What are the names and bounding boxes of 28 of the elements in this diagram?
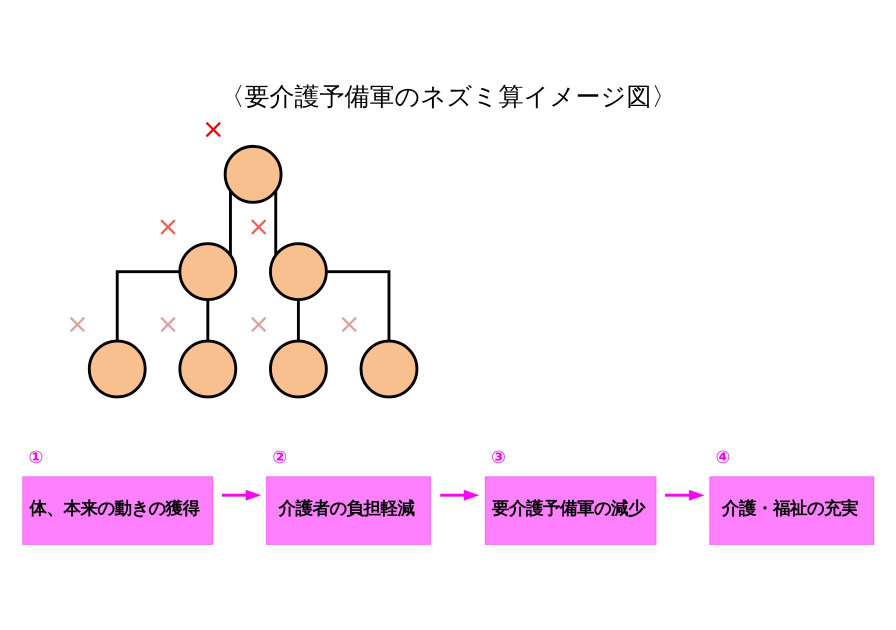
node-circle: [269, 339, 328, 398]
diagram-title: 〈要介護予備軍のネズミ算イメージ図〉: [220, 81, 676, 110]
node-label: ④: [716, 447, 730, 468]
node-label: ×: [247, 308, 270, 340]
node-circle: [178, 242, 238, 301]
connector: [274, 190, 278, 255]
node-label: ①: [28, 447, 44, 468]
node-label: ×: [66, 308, 89, 340]
connector: [296, 299, 300, 340]
node-label: ×: [247, 210, 270, 242]
connector: [326, 270, 390, 340]
connector: [229, 190, 232, 255]
node-label: ×: [156, 210, 180, 242]
node-label: ×: [202, 114, 225, 145]
arrow: [440, 489, 480, 500]
arrow: [222, 489, 262, 500]
connector: [116, 270, 180, 340]
node-circle: [178, 339, 238, 398]
node-label: ②: [272, 447, 288, 468]
node-label: ③: [491, 447, 506, 468]
node-circle: [360, 339, 418, 398]
arrow: [665, 489, 705, 500]
node-label: ×: [156, 308, 180, 340]
node-circle: [224, 144, 282, 204]
connector: [206, 299, 210, 340]
node-label: ×: [338, 308, 361, 340]
node-circle: [269, 242, 328, 301]
node-circle: [88, 339, 147, 398]
